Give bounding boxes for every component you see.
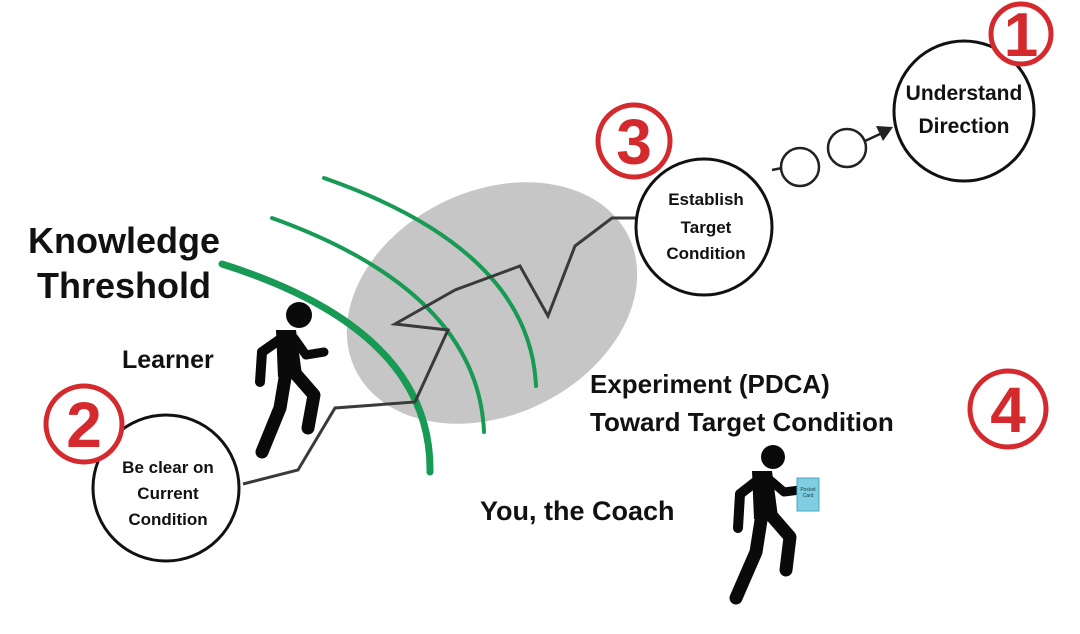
uncertainty-zone [346,182,638,424]
threshold-arc-middle [270,216,486,434]
pocket-card-line-1: Pocket [800,487,816,493]
step-3-number: 3 [616,106,652,178]
step-3-line-3: Condition [666,244,745,263]
pocket-card [796,477,820,512]
step-4-line-2: Toward Target Condition [590,407,894,437]
step-2-line-1: Be clear on [122,458,214,477]
learner-label: Learner [122,346,214,374]
interim-circle-1 [779,146,821,188]
step-3-line-2: Target [681,218,732,237]
step-1-line-1: Understand [906,82,1023,105]
pocket-card-line-2: Card [803,493,814,499]
step-4-number: 4 [990,374,1026,446]
learning-path [242,216,640,486]
step-1-number: 1 [1004,1,1038,70]
step-1-line-2: Direction [918,115,1009,138]
step-3-circle [634,157,774,297]
threshold-label-line-2: Threshold [37,265,211,306]
threshold-label-line-1: Knowledge [28,220,220,261]
step-2-badge [43,383,125,465]
coach-label: You, the Coach [480,496,675,526]
step-2-line-3: Condition [128,510,207,529]
step-4-badge [967,368,1049,450]
step-3-badge [595,102,673,180]
step-3-line-1: Establish [668,190,744,209]
threshold-arc-outer [322,176,538,388]
interim-circle-2 [826,127,868,169]
step-1-badge [988,1,1054,67]
threshold-arc-inner [218,260,434,476]
step-2-number: 2 [66,389,102,461]
step-4-line-1: Experiment (PDCA) [590,369,830,399]
step-2-line-2: Current [137,484,199,503]
direction-arrowhead [876,126,893,141]
coach-figure [729,445,805,605]
step-1-circle [892,39,1036,183]
step-2-circle [91,413,241,563]
learner-figure [255,302,329,459]
direction-arrow-line [864,132,881,143]
